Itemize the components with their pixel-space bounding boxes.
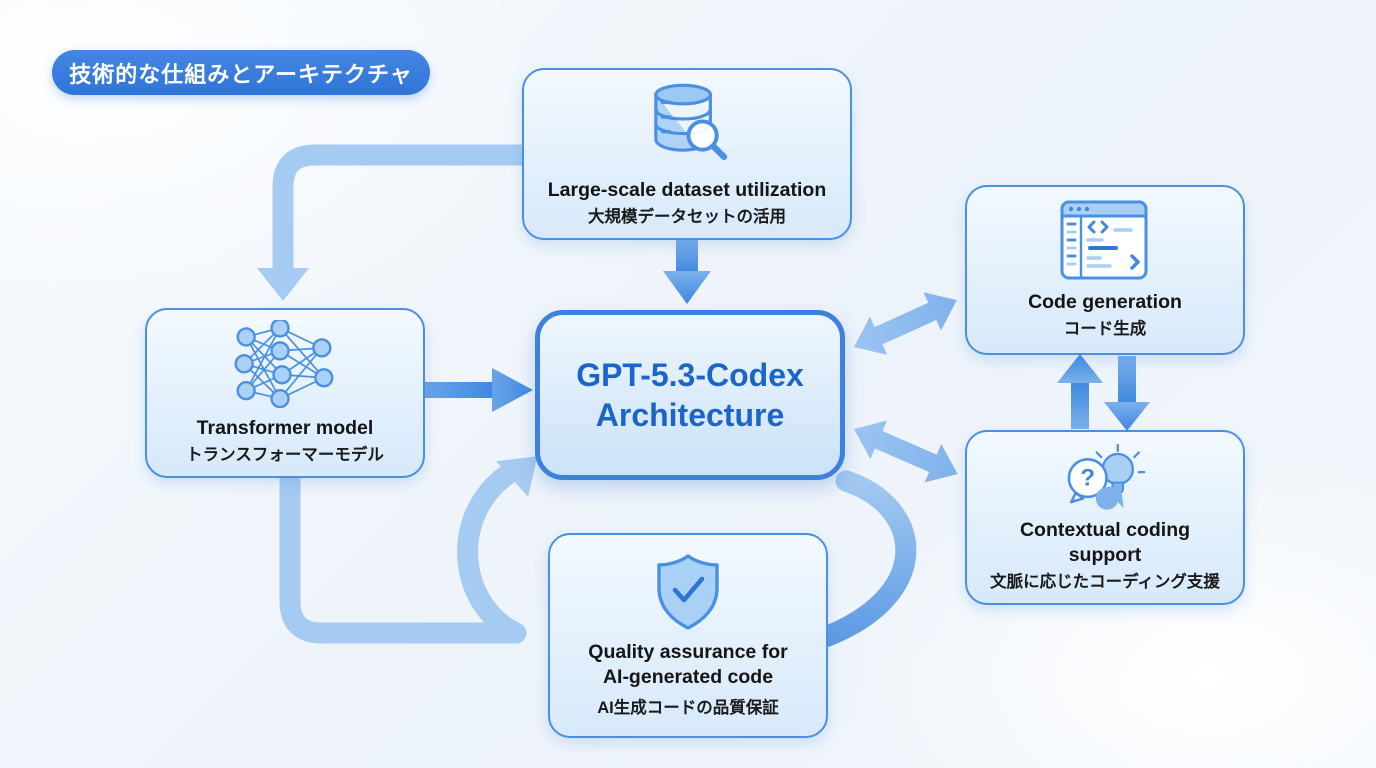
node-transformer-subtitle: トランスフォーマーモデル <box>186 445 384 464</box>
node-codegen-subtitle: コード生成 <box>1063 319 1147 338</box>
neural-network-icon <box>234 320 334 408</box>
node-contextual: ? Contextual coding support 文脈に応じたコーディング… <box>965 430 1245 605</box>
arrow-contextual-to-codegen <box>1057 354 1103 429</box>
node-dataset-title: Large-scale dataset utilization <box>547 178 827 201</box>
svg-text:?: ? <box>1080 465 1095 492</box>
arrow-transformer-to-quality-loop <box>279 456 538 644</box>
section-title-label: 技術的な仕組みとアーキテクチャ <box>69 61 413 87</box>
node-transformer-title: Transformer model <box>196 416 374 439</box>
node-contextual-subtitle: 文脈に応じたコーディング支援 <box>990 572 1220 591</box>
shield-check-icon <box>657 554 719 630</box>
node-codegen: Code generation コード生成 <box>965 185 1245 355</box>
arrow-dataset-to-transformer <box>257 144 524 301</box>
node-quality: Quality assurance for AI-generated code … <box>548 533 828 738</box>
arrow-center-codegen-bidirectional <box>854 292 957 355</box>
node-dataset-subtitle: 大規模データセットの活用 <box>588 207 786 226</box>
node-contextual-title: Contextual coding support <box>1019 518 1191 566</box>
node-quality-subtitle: AI生成コードの品質保証 <box>597 698 779 717</box>
loop-arrowhead-up <box>495 456 538 497</box>
center-title-line2: Architecture <box>595 397 785 433</box>
code-window-icon <box>1060 200 1148 280</box>
section-title-badge: 技術的な仕組みとアーキテクチャ <box>52 50 430 95</box>
arrow-dataset-to-center <box>663 239 711 304</box>
center-title-line1: GPT-5.3-Codex <box>576 357 804 393</box>
node-quality-title-line2: AI-generated code <box>602 665 774 688</box>
node-center-architecture: GPT-5.3-Codex Architecture <box>535 310 845 480</box>
arrow-codegen-to-contextual <box>1104 356 1150 431</box>
node-transformer: Transformer model トランスフォーマーモデル <box>145 308 425 478</box>
database-search-icon <box>654 83 728 161</box>
arrow-center-contextual-bidirectional <box>854 420 958 483</box>
arrow-transformer-to-center <box>425 368 533 412</box>
node-codegen-title: Code generation <box>1028 290 1182 313</box>
question-lightbulb-icon: ? <box>1067 443 1146 510</box>
arrow-center-to-quality-loop <box>809 470 917 650</box>
node-dataset: Large-scale dataset utilization 大規模データセッ… <box>522 68 852 240</box>
node-quality-title-line1: Quality assurance for <box>588 640 788 663</box>
